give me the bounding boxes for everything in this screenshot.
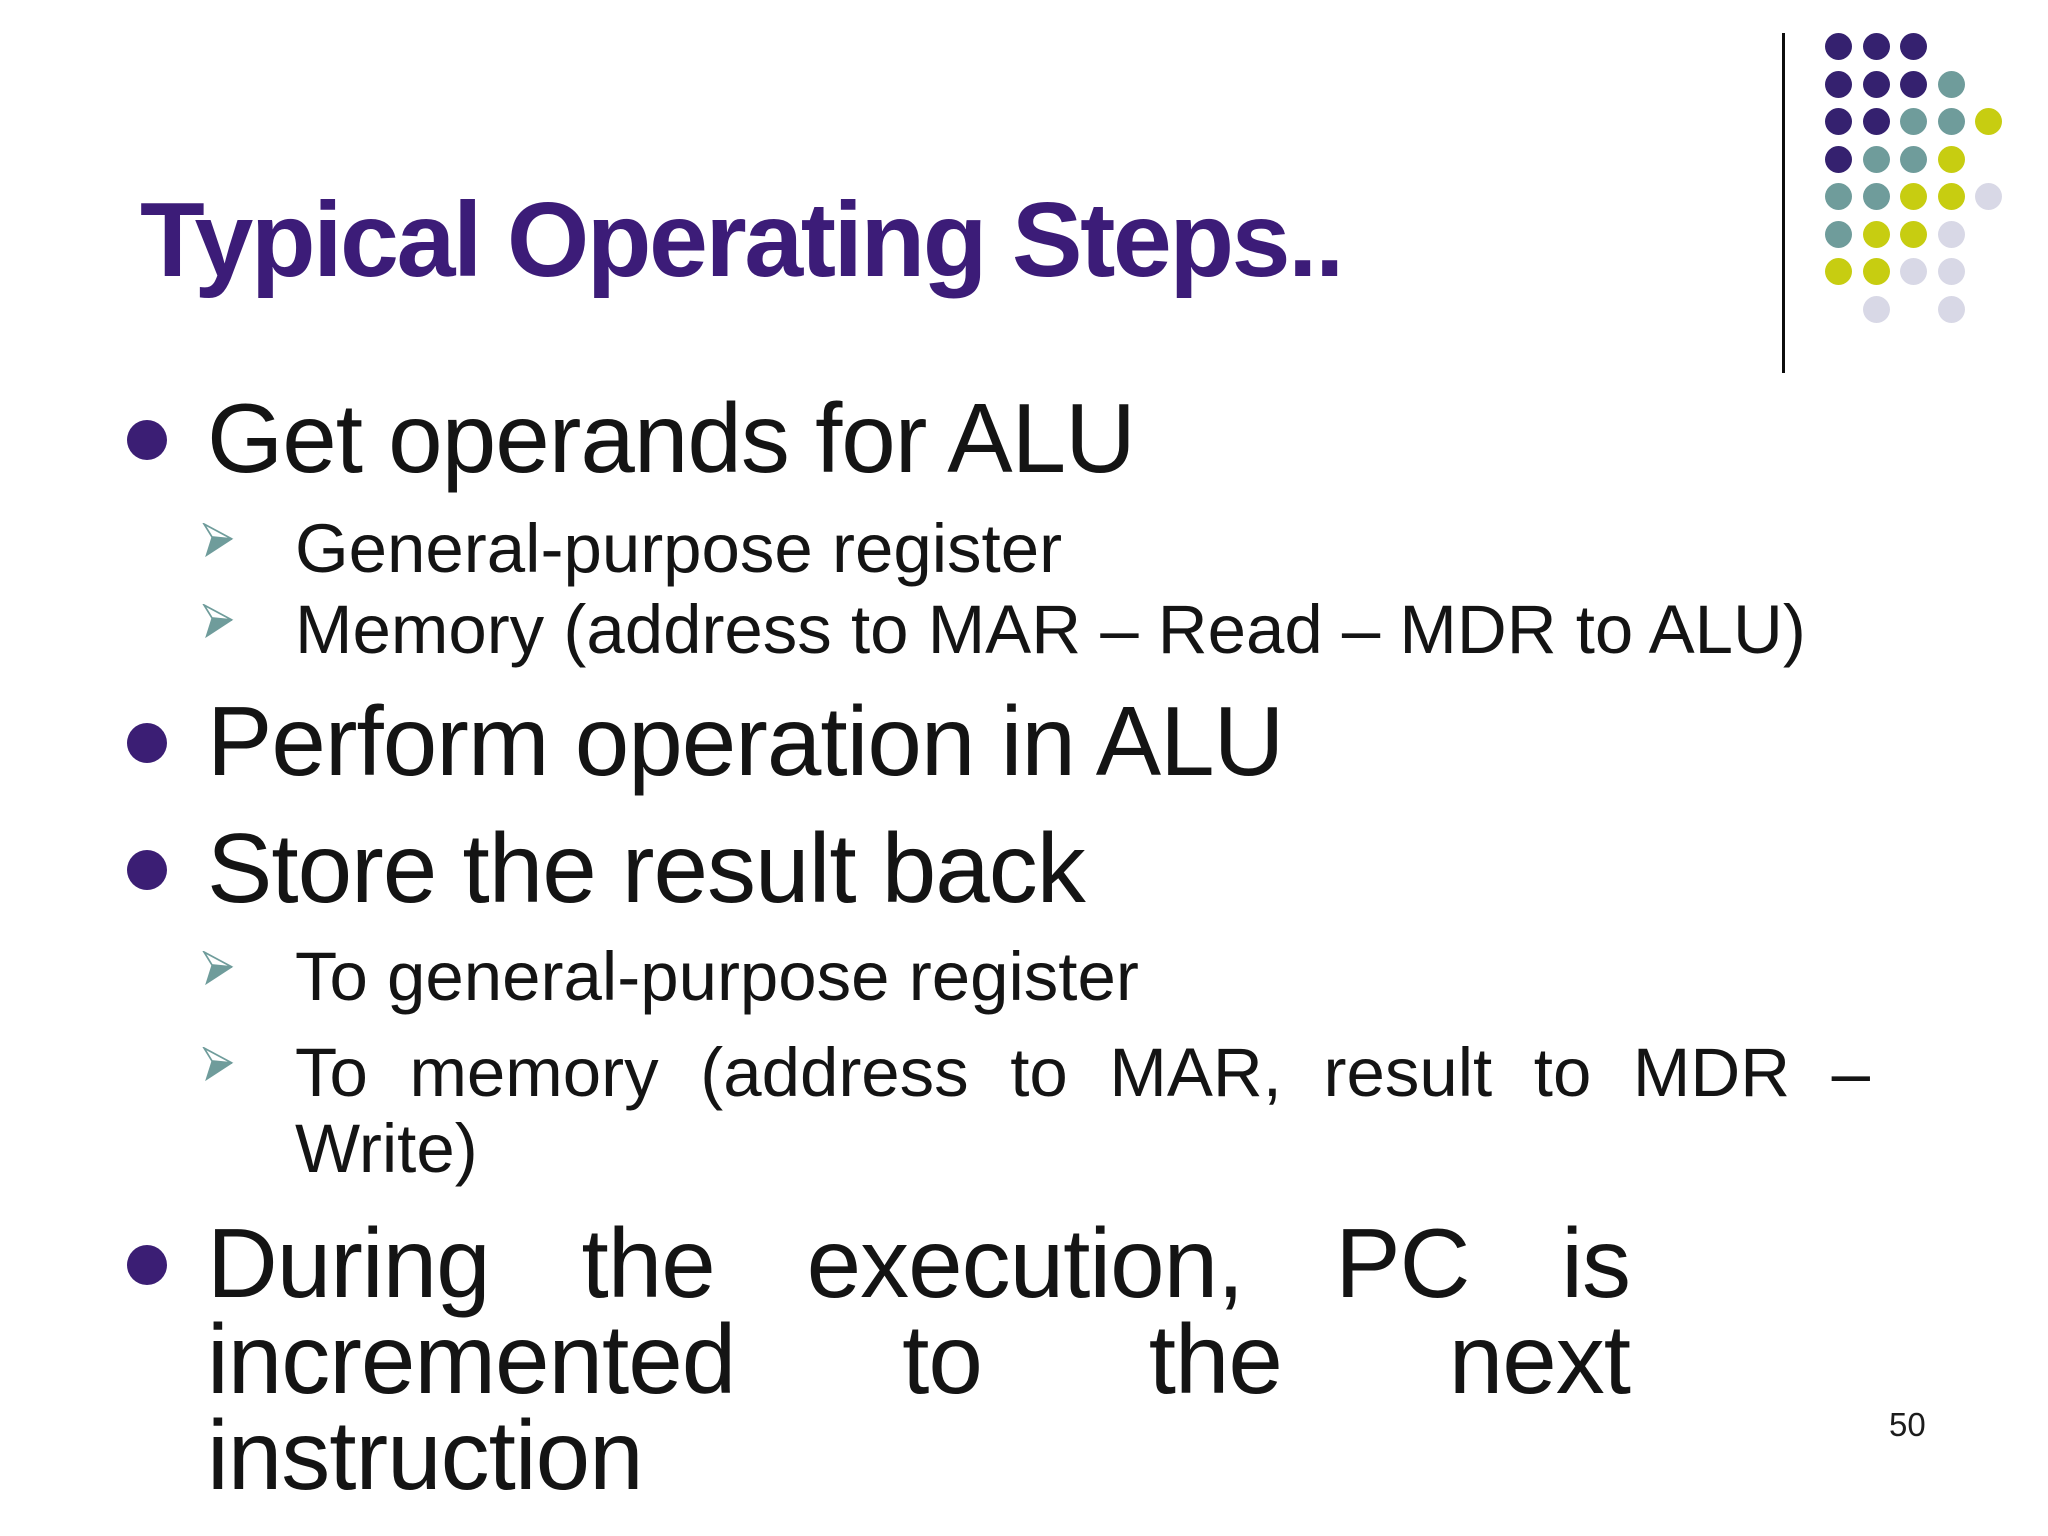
bullet-dot-icon <box>127 723 167 763</box>
sub-bullet-text: Memory (address to MAR – Read – MDR to A… <box>295 591 1806 668</box>
bullet-dot-icon <box>127 1245 167 1285</box>
decor-dot <box>1900 70 1927 98</box>
sub-bullet-text: General-purpose register <box>295 510 1063 587</box>
decor-dot <box>1975 183 2002 210</box>
decor-dot <box>1862 258 1890 285</box>
arrowhead-bullet-icon <box>202 604 234 639</box>
decor-dot <box>1862 33 1890 60</box>
decor-dot <box>1937 108 1965 135</box>
sub-bullet-item: General-purpose register <box>0 511 2048 587</box>
bullet-item: Perform operation in ALU <box>0 686 2048 796</box>
bullet-text: Store the result back <box>207 813 1086 923</box>
decor-dot <box>1862 295 1890 323</box>
decorative-vertical-rule <box>1782 33 1785 373</box>
bullet-text: Perform operation in ALU <box>207 686 1284 796</box>
sub-bullet-item: Memory (address to MAR – Read – MDR to A… <box>0 592 2048 668</box>
decor-dot <box>1937 258 1965 285</box>
decor-dot <box>1900 220 1927 248</box>
decor-dot <box>1825 258 1852 285</box>
decor-dot <box>1900 145 1927 173</box>
decor-dot <box>1862 220 1890 248</box>
decor-dot <box>1862 108 1890 135</box>
dot-pattern-decoration <box>1825 33 2025 363</box>
decor-dot <box>1825 220 1852 248</box>
decor-dot <box>1862 70 1890 98</box>
bullet-item: During the execution, PC is incremented … <box>0 1208 2048 1510</box>
bullet-dot-icon <box>127 850 167 890</box>
decor-dot <box>1900 258 1927 285</box>
bullet-dot-icon <box>127 420 167 460</box>
arrowhead-bullet-icon <box>202 951 234 986</box>
decor-dot <box>1900 33 1927 60</box>
decor-dot <box>1937 70 1965 98</box>
decor-dot <box>1862 145 1890 173</box>
bullet-text: Get operands for ALU <box>207 383 1136 493</box>
decor-dot <box>1900 183 1927 210</box>
sub-bullet-text: To general-purpose register <box>295 938 1139 1015</box>
decor-dot <box>1825 33 1852 60</box>
decor-dot <box>1975 108 2002 135</box>
sub-bullet-text: To memory (address to MAR, result to MDR… <box>295 1034 1870 1187</box>
page-title: Typical Operating Steps.. <box>140 185 1344 295</box>
page-title-text: Typical Operating Steps.. <box>140 181 1344 299</box>
page-number: 50 <box>1889 1406 1926 1443</box>
decor-dot <box>1900 108 1927 135</box>
arrowhead-bullet-icon <box>202 1047 234 1082</box>
decor-dot <box>1825 108 1852 135</box>
bullet-item: Get operands for ALU <box>0 383 2048 493</box>
decor-dot <box>1937 220 1965 248</box>
decor-dot <box>1937 295 1965 323</box>
decor-dot <box>1937 183 1965 210</box>
decor-dot <box>1937 145 1965 173</box>
decor-dot <box>1862 183 1890 210</box>
decor-dot <box>1825 145 1852 173</box>
arrowhead-bullet-icon <box>202 523 234 558</box>
bullet-text: During the execution, PC is incremented … <box>207 1208 1631 1510</box>
decor-dot <box>1825 183 1852 210</box>
sub-bullet-item: To memory (address to MAR, result to MDR… <box>0 1035 2048 1187</box>
bullet-item: Store the result back <box>0 813 2048 923</box>
sub-bullet-item: To general-purpose register <box>0 939 2048 1015</box>
decor-dot <box>1825 70 1852 98</box>
